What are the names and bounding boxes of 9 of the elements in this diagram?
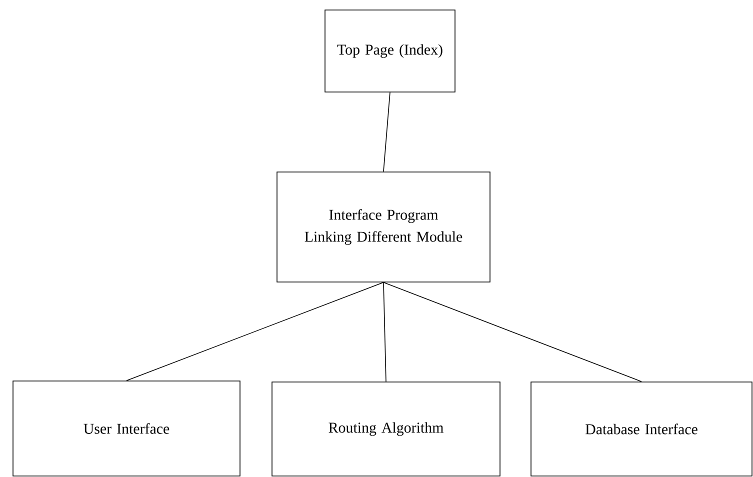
module-box: Top Page (Index)	[324, 10, 456, 92]
module-box: Interface Program Linking Different Module	[276, 172, 490, 282]
connector-line	[126, 282, 384, 381]
connector-line	[383, 282, 386, 382]
module-box: Routing Algorithm	[272, 382, 500, 476]
connector-line	[383, 282, 642, 382]
module-box: Database Interface	[530, 382, 752, 476]
connector-line	[383, 92, 390, 172]
module-box: User Interface	[12, 380, 240, 476]
